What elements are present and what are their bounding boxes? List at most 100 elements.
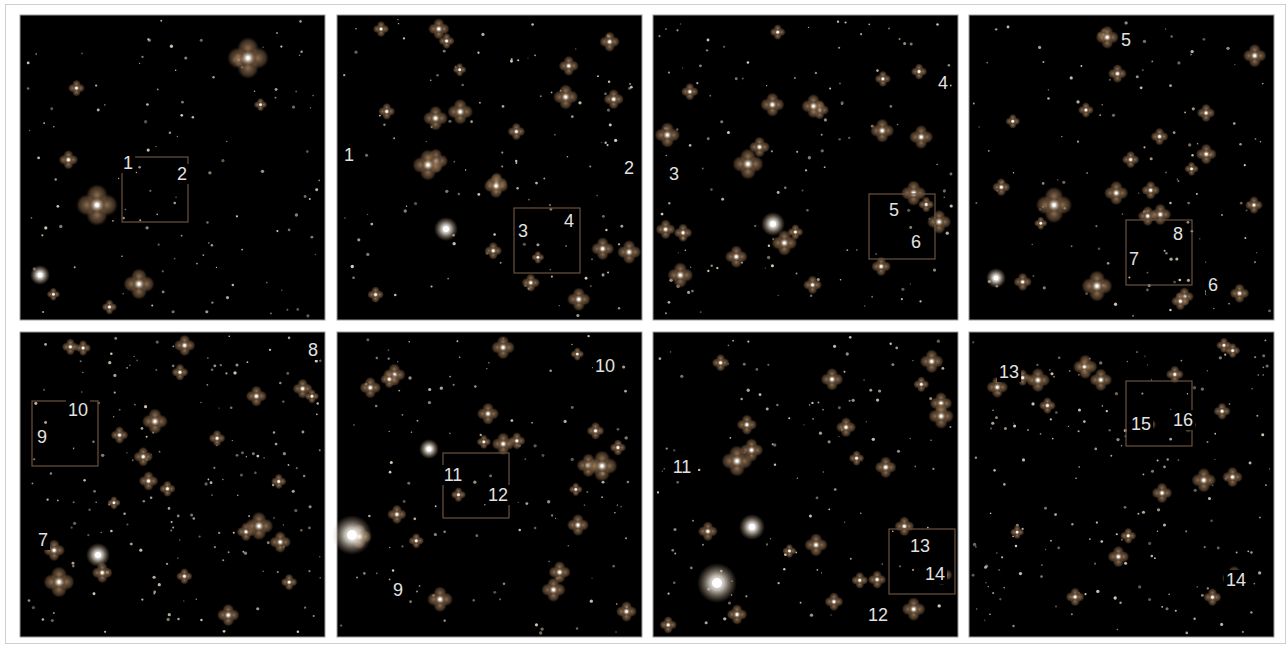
star-center — [575, 488, 577, 490]
star-lobe — [803, 280, 813, 290]
star-center — [735, 255, 737, 257]
star-lobe — [217, 434, 226, 443]
star-center — [758, 146, 760, 148]
faint-star — [871, 296, 873, 298]
faint-star — [97, 109, 100, 112]
faint-star — [1128, 276, 1130, 278]
faint-star — [114, 392, 116, 394]
faint-star — [943, 196, 945, 198]
faint-star — [723, 617, 726, 620]
faint-star — [676, 29, 678, 31]
star-core — [787, 548, 792, 553]
zoom-box — [869, 194, 935, 259]
faint-star — [657, 491, 659, 493]
star-core — [1251, 202, 1257, 208]
star-lobe — [602, 243, 614, 255]
faint-star — [1100, 540, 1103, 543]
faint-star — [196, 599, 197, 600]
faint-star — [662, 470, 663, 471]
star-center — [1021, 281, 1023, 283]
sky-panel — [337, 332, 642, 637]
faint-star — [910, 283, 911, 284]
faint-star — [716, 267, 718, 269]
faint-star — [518, 502, 519, 503]
star-center — [601, 248, 603, 250]
faint-star — [727, 131, 730, 134]
star-center — [608, 41, 610, 43]
star-lobe — [1206, 148, 1217, 159]
star-center — [288, 581, 290, 583]
faint-star — [138, 166, 141, 169]
faint-star — [601, 142, 602, 143]
star-center — [882, 78, 884, 80]
star-center — [880, 265, 882, 267]
faint-star — [50, 472, 52, 474]
faint-star — [114, 337, 117, 340]
sky-panel — [20, 15, 325, 320]
faint-star — [754, 225, 756, 227]
sky-panel — [653, 332, 958, 637]
star-center — [682, 232, 684, 234]
star-lobe — [920, 355, 933, 368]
star-core — [1219, 408, 1225, 414]
faint-star — [707, 39, 710, 42]
star-lobe — [751, 444, 764, 457]
faint-star — [181, 101, 184, 104]
star-lobe — [209, 434, 218, 443]
star-center — [52, 293, 54, 295]
faint-star — [710, 265, 713, 268]
sky-panel — [969, 15, 1274, 320]
faint-star — [1089, 538, 1091, 540]
star-center — [427, 164, 430, 167]
faint-star — [784, 186, 786, 188]
star-core — [680, 230, 686, 236]
star-center — [113, 502, 115, 504]
faint-star — [796, 151, 798, 153]
star-center — [278, 480, 280, 482]
faint-star — [985, 565, 988, 568]
faint-star — [973, 543, 976, 546]
star-center — [386, 110, 388, 112]
faint-star — [612, 565, 615, 568]
faint-star — [528, 199, 530, 201]
faint-star — [984, 620, 985, 621]
zoom-box — [1126, 220, 1192, 285]
star-lobe — [1206, 108, 1216, 118]
faint-star — [126, 452, 127, 453]
faint-star — [616, 603, 618, 605]
star-lobe — [577, 519, 589, 531]
faint-star — [897, 450, 900, 453]
star-lobe — [1230, 288, 1241, 299]
star-center — [1012, 120, 1014, 122]
zoom-box — [889, 529, 955, 594]
faint-star — [571, 458, 574, 461]
faint-star — [352, 276, 355, 279]
faint-star — [1055, 411, 1058, 414]
star-core — [456, 107, 465, 116]
faint-star — [473, 480, 476, 483]
faint-star — [279, 382, 281, 384]
star-lobe — [493, 246, 503, 256]
faint-star — [559, 305, 560, 306]
faint-star — [685, 250, 686, 251]
star-core — [1203, 110, 1209, 116]
star-center — [903, 525, 905, 527]
star-core — [1048, 199, 1061, 212]
star-lobe — [815, 539, 828, 552]
faint-star — [844, 371, 846, 373]
faint-star — [812, 418, 814, 420]
faint-star — [428, 401, 431, 404]
faint-star — [991, 422, 994, 425]
star-center — [495, 185, 497, 187]
faint-star — [500, 262, 502, 264]
star-core — [150, 417, 159, 426]
faint-star — [300, 50, 303, 53]
faint-star — [1169, 438, 1172, 441]
faint-star — [35, 53, 37, 55]
faint-star — [668, 202, 670, 204]
star-core — [499, 343, 507, 351]
star-core — [663, 131, 672, 140]
star-core — [386, 376, 392, 382]
faint-star — [1190, 54, 1192, 56]
faint-star — [308, 527, 311, 530]
